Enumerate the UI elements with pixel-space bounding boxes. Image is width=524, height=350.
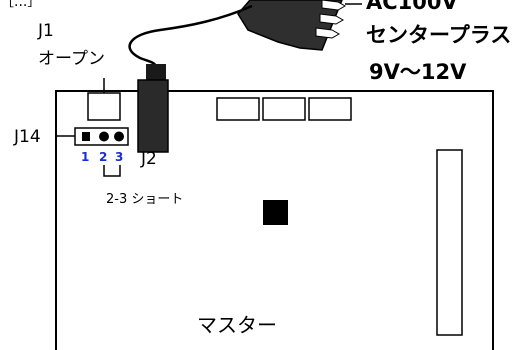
board-component-3 <box>308 97 352 121</box>
pin-1-label: 1 <box>81 150 90 164</box>
short-note-label: 2-3 ショート <box>106 192 184 207</box>
pin-3-label: 3 <box>115 150 124 164</box>
board-component-2 <box>262 97 306 121</box>
top-fragment-label: ［...］ <box>0 0 42 10</box>
board-name-label: マスター <box>197 313 277 337</box>
j14-header <box>56 127 129 146</box>
ac-adapter <box>237 0 362 51</box>
adapter-label-line1: AC100V <box>366 0 458 14</box>
short-bracket <box>103 165 121 177</box>
j1-label: J1 <box>38 21 54 41</box>
j2-label: J2 <box>141 149 157 169</box>
j1-state-label: オープン <box>38 49 105 69</box>
board-chip <box>263 200 288 225</box>
adapter-label-line3: 9V～12V <box>369 60 467 84</box>
board-component-1 <box>216 97 260 121</box>
pin-2-label: 2 <box>99 150 108 164</box>
board-side-connector <box>436 149 463 336</box>
adapter-label-line2: センタープラス <box>366 23 512 47</box>
j2-dc-jack <box>137 64 169 153</box>
j1-jumper <box>87 92 121 121</box>
power-cable <box>128 4 253 69</box>
j14-label: J14 <box>14 127 41 147</box>
